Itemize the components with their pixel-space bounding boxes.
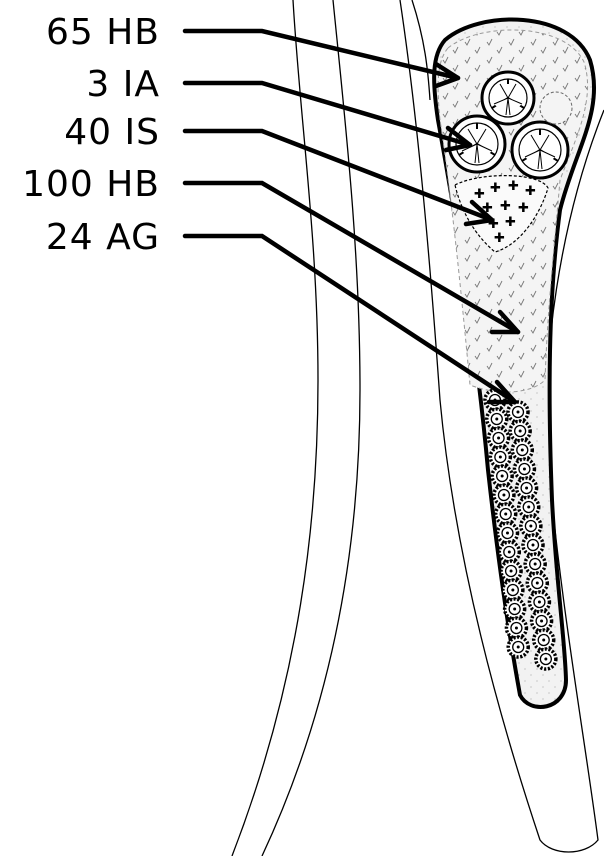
gear-flower-icon (496, 504, 516, 524)
callout-label-24-ag: 24 AG (46, 217, 160, 258)
svg-text:✚: ✚ (518, 201, 529, 216)
gear-flower-icon (489, 428, 509, 448)
svg-text:✚: ✚ (490, 181, 501, 196)
gear-flower-icon (512, 440, 532, 460)
leader-line-65-hb (185, 31, 458, 86)
gear-flower-icon (510, 421, 530, 441)
gear-flower-icon (532, 611, 552, 631)
callout-label-40-is: 40 IS (64, 112, 160, 153)
gear-flower-icon (506, 618, 526, 638)
gear-flower-icon (508, 637, 528, 657)
callout-label-65-hb: 65 HB (46, 12, 160, 53)
gear-flower-icon (517, 478, 537, 498)
callout-labels: 65 HB 3 IA 40 IS 100 HB 24 AG (22, 12, 160, 258)
gear-flower-icon (498, 523, 518, 543)
shrub-icon (512, 122, 568, 178)
gear-flower-icon (503, 580, 523, 600)
gear-flower-icon (499, 542, 519, 562)
gear-flower-icon (527, 573, 547, 593)
gear-flower-icon (521, 516, 541, 536)
gear-flower-icon (490, 447, 510, 467)
svg-text:✚: ✚ (500, 199, 511, 214)
gear-flower-icon (536, 649, 556, 669)
svg-text:✚: ✚ (508, 179, 519, 194)
svg-text:✚: ✚ (505, 215, 516, 230)
gear-flower-icon (519, 497, 539, 517)
gear-flower-icon (494, 485, 514, 505)
leader-line-3-ia (185, 83, 470, 150)
svg-text:✚: ✚ (474, 187, 485, 202)
gear-flower-icon (523, 535, 543, 555)
gear-flower-icon (529, 592, 549, 612)
shrub-icon (449, 116, 505, 172)
callout-label-3-ia: 3 IA (86, 64, 160, 105)
gear-flower-icon (501, 561, 521, 581)
gear-flower-icon (514, 459, 534, 479)
gear-flower-icon (505, 599, 525, 619)
gear-flower-icon (487, 409, 507, 429)
svg-text:✚: ✚ (494, 231, 505, 246)
gear-flower-icon (492, 466, 512, 486)
gear-flower-icon (508, 402, 528, 422)
gear-flower-icon (525, 554, 545, 574)
callout-label-100-hb: 100 HB (22, 164, 160, 205)
svg-text:✚: ✚ (525, 184, 536, 199)
gear-flower-icon (534, 630, 554, 650)
shrub-icon (482, 72, 534, 124)
